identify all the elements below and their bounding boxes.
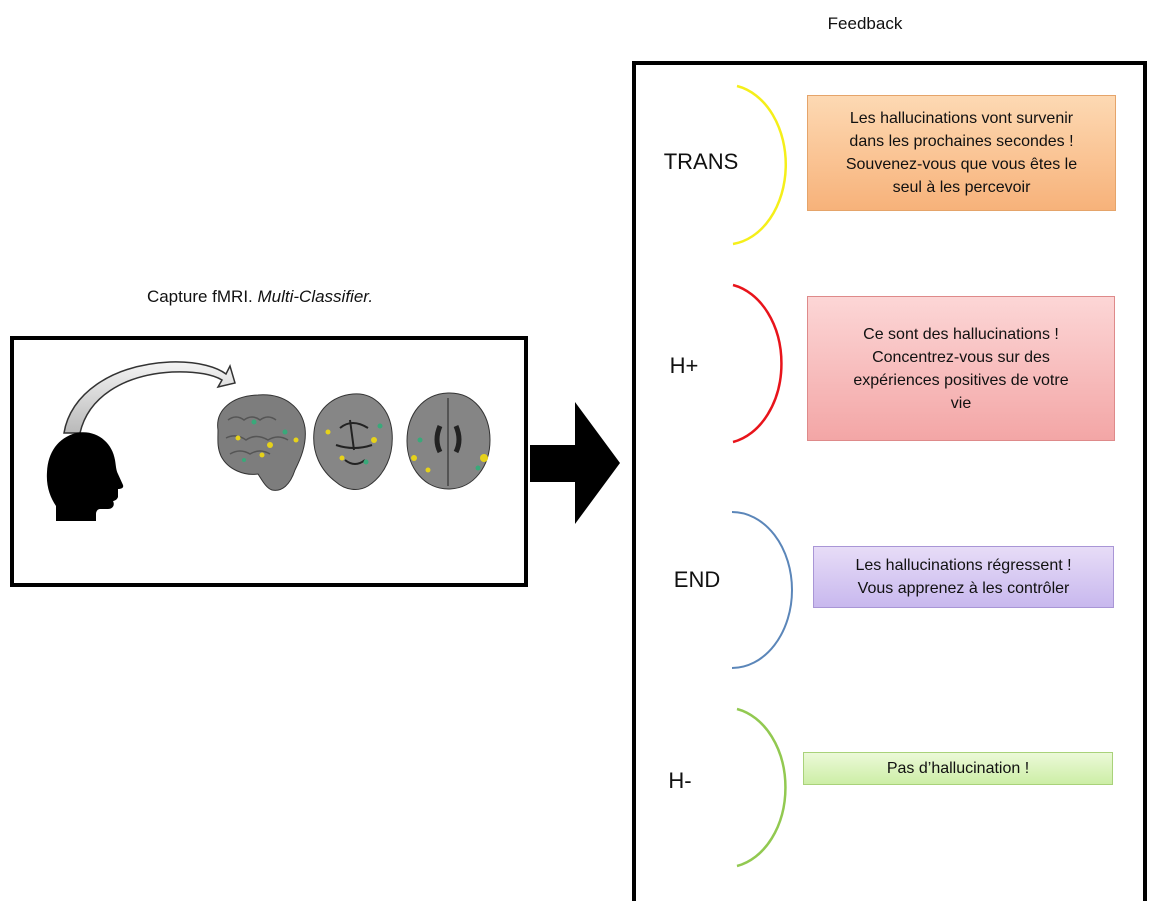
trans-message-box: Les hallucinations vont survenir dans le… (807, 95, 1116, 211)
end-message-line: Les hallucinations régressent ! (855, 557, 1072, 574)
trans-bracket-icon (732, 84, 788, 246)
hplus-message-line: Concentrez-vous sur des (872, 348, 1050, 366)
capture-title-main: Capture fMRI. (146, 287, 253, 306)
brain-axial-ventral-image (313, 393, 393, 490)
feedback-title: Feedback (827, 14, 903, 33)
hminus-message-line: Pas d’hallucination ! (886, 760, 1030, 777)
capture-title: Capture fMRI. Multi-Classifier. (60, 287, 460, 307)
trans-message-line: dans les prochaines secondes ! (849, 133, 1074, 150)
hplus-message-box: Ce sont des hallucinations ! Concentrez-… (807, 296, 1115, 441)
big-arrow-icon (530, 402, 620, 524)
diagram-graphics (46, 84, 793, 868)
state-label-end: END (673, 567, 721, 592)
brain-axial-image (406, 392, 491, 490)
hplus-message-line: vie (950, 394, 972, 412)
hplus-message-line: expériences positives de votre (853, 371, 1069, 389)
curved-arrow-icon (63, 361, 236, 434)
end-message-line: Vous apprenez à les contrôler (857, 580, 1070, 597)
trans-message-line: Souvenez-vous que vous êtes le (845, 156, 1078, 173)
brain-sagittal-image (217, 394, 306, 491)
trans-message-line: Les hallucinations vont survenir (849, 110, 1074, 127)
end-message-box: Les hallucinations régressent ! Vous app… (813, 546, 1114, 608)
hminus-bracket-icon (736, 707, 787, 868)
hplus-bracket-icon (732, 283, 783, 444)
head-silhouette-icon (46, 432, 124, 521)
state-label-hplus: H+ (669, 353, 699, 378)
end-bracket-icon (731, 511, 793, 669)
hminus-message-box: Pas d’hallucination ! (803, 752, 1113, 785)
hplus-message-line: Ce sont des hallucinations ! (863, 325, 1059, 343)
state-label-trans: TRANS (663, 149, 739, 174)
state-label-hminus: H- (668, 768, 692, 793)
capture-title-italic: Multi-Classifier. (257, 287, 374, 306)
capture-panel (10, 336, 528, 587)
trans-message-line: seul à les percevoir (892, 179, 1031, 196)
feedback-panel (632, 61, 1147, 901)
